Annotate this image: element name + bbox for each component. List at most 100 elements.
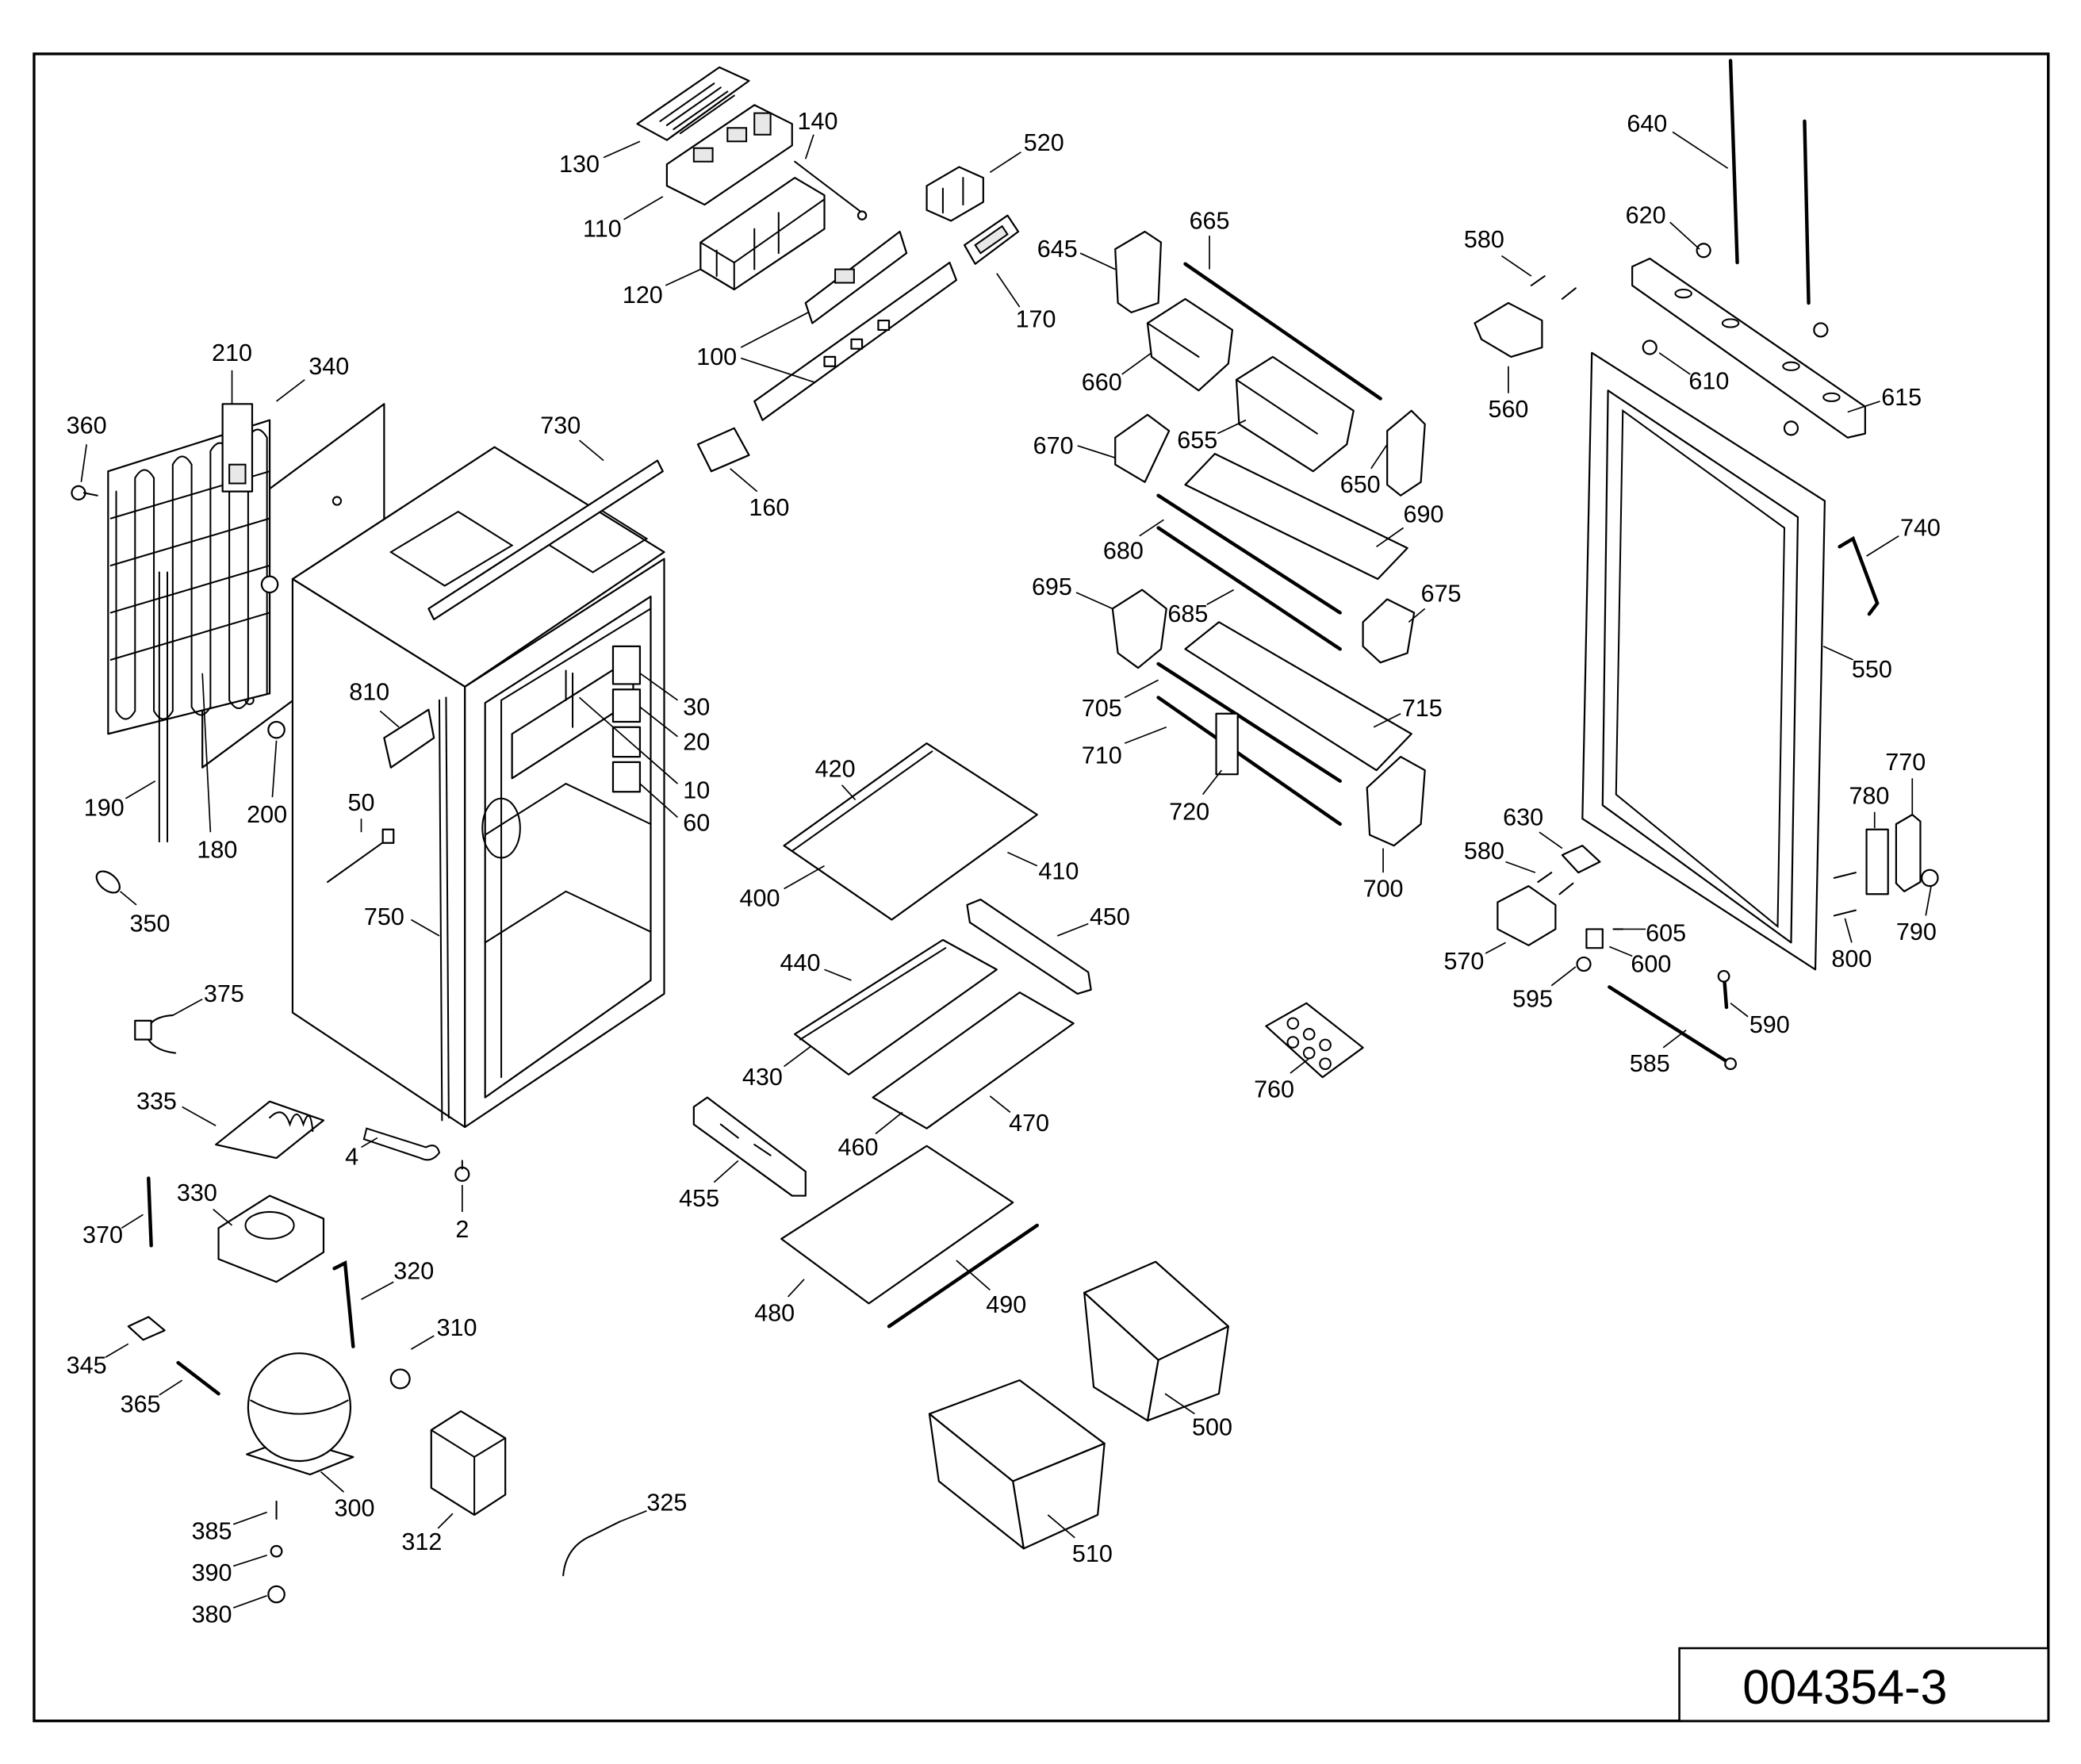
- leader-line: [1608, 945, 1633, 957]
- callout-label: 720: [1169, 799, 1209, 826]
- callout-label: 60: [683, 809, 710, 836]
- leader-line: [361, 1281, 394, 1301]
- part-360-screw: [71, 485, 98, 500]
- callout-label: 400: [740, 884, 780, 911]
- callout-520: 520: [989, 129, 1064, 174]
- callout-700: 700: [1363, 848, 1404, 902]
- leader-line: [639, 673, 678, 701]
- callout-label: 645: [1037, 236, 1078, 263]
- callout-470: 470: [989, 1095, 1049, 1137]
- callout-500: 500: [1164, 1393, 1232, 1441]
- leader-line: [784, 1045, 812, 1068]
- callout-label: 375: [204, 980, 244, 1007]
- callout-label: 455: [679, 1185, 719, 1212]
- part-670-bracket: [1114, 413, 1171, 483]
- part-350-sleeve: [95, 870, 121, 894]
- leader-line: [120, 891, 137, 906]
- callout-label: 310: [437, 1314, 477, 1341]
- callout-label: 590: [1749, 1011, 1790, 1038]
- callout-label: 380: [192, 1601, 232, 1628]
- part-110-circuit-board: [665, 104, 793, 206]
- part-325-tube: [562, 1520, 621, 1577]
- callout-label: 800: [1831, 945, 1872, 972]
- leader-line: [730, 468, 758, 493]
- leader-line: [201, 673, 212, 833]
- part-790-knob: [1921, 869, 1939, 888]
- leader-line: [410, 1335, 435, 1350]
- callout-680: 680: [1103, 519, 1164, 564]
- callout-label: 130: [559, 151, 600, 178]
- leader-line: [1075, 592, 1113, 610]
- part-675-bracket: [1362, 598, 1416, 664]
- leader-line: [276, 379, 305, 402]
- part-720-clip: [1215, 712, 1239, 776]
- part-370-rod: [147, 1176, 153, 1248]
- part-665-rod: [1183, 262, 1382, 401]
- callout-160: 160: [730, 468, 789, 521]
- leader-line: [1672, 131, 1729, 169]
- callout-label: 300: [335, 1494, 375, 1521]
- leader-line: [1217, 419, 1247, 435]
- part-310-clip: [389, 1368, 411, 1390]
- part-660-box: [1146, 297, 1234, 392]
- callout-345: 345: [67, 1343, 129, 1379]
- callout-label: 705: [1082, 695, 1122, 722]
- part-680-685-rods: [1156, 493, 1342, 651]
- part-10-20-30-60-controls: [565, 645, 642, 793]
- part-335-tray: [215, 1100, 325, 1160]
- leader-line: [379, 710, 400, 728]
- part-cabinet: [291, 446, 665, 1129]
- callout-label: 330: [177, 1179, 217, 1206]
- callout-170: 170: [996, 273, 1056, 332]
- callout-375: 375: [172, 980, 244, 1016]
- callout-685: 685: [1167, 589, 1235, 627]
- callout-365: 365: [121, 1379, 183, 1418]
- callout-label: 370: [82, 1221, 123, 1248]
- callout-510: 510: [1047, 1514, 1113, 1567]
- part-450-cover: [966, 898, 1092, 995]
- leader-line: [1201, 769, 1223, 796]
- part-50-screw: [327, 828, 395, 884]
- part-4-wrench: [362, 1127, 441, 1161]
- drawing-number-box: 004354-3: [1678, 1647, 2050, 1722]
- part-480-shelf: [780, 1145, 1014, 1305]
- leader-line: [639, 783, 679, 819]
- callout-695: 695: [1032, 573, 1113, 610]
- part-780-block: [1865, 828, 1889, 895]
- leader-line: [740, 357, 815, 383]
- leader-line: [989, 1095, 1011, 1113]
- callout-label: 500: [1192, 1414, 1232, 1441]
- callout-label: 50: [348, 789, 375, 816]
- callout-645: 645: [1037, 236, 1116, 270]
- callout-360: 360: [67, 412, 107, 482]
- callout-label: 585: [1630, 1050, 1670, 1077]
- leader-line: [619, 1510, 647, 1523]
- part-200-plug: [260, 575, 286, 739]
- callout-650: 650: [1340, 443, 1388, 498]
- leader-line: [1866, 535, 1899, 557]
- callout-400: 400: [740, 865, 825, 911]
- callout-380: 380: [192, 1594, 267, 1628]
- leader-line: [1822, 646, 1853, 661]
- callout-label: 740: [1900, 515, 1941, 542]
- callout-60: 60: [639, 783, 710, 836]
- part-715-glass: [1184, 621, 1412, 772]
- callout-label: 810: [349, 679, 389, 706]
- callout-590: 590: [1730, 1003, 1790, 1038]
- part-650-bracket: [1386, 409, 1426, 497]
- callout-label: 550: [1852, 656, 1892, 683]
- leader-line: [213, 1208, 233, 1226]
- callout-320: 320: [361, 1258, 434, 1301]
- part-490-rod: [887, 1223, 1039, 1329]
- callout-440: 440: [780, 949, 852, 981]
- callout-190: 190: [84, 780, 156, 822]
- callout-660: 660: [1082, 352, 1152, 396]
- part-730-bar: [427, 459, 664, 621]
- callout-label: 680: [1103, 537, 1144, 564]
- leader-line: [125, 780, 156, 800]
- callout-label: 665: [1190, 207, 1230, 234]
- leader-line: [1500, 255, 1532, 277]
- callout-label: 2: [455, 1216, 469, 1243]
- callout-label: 365: [121, 1391, 161, 1418]
